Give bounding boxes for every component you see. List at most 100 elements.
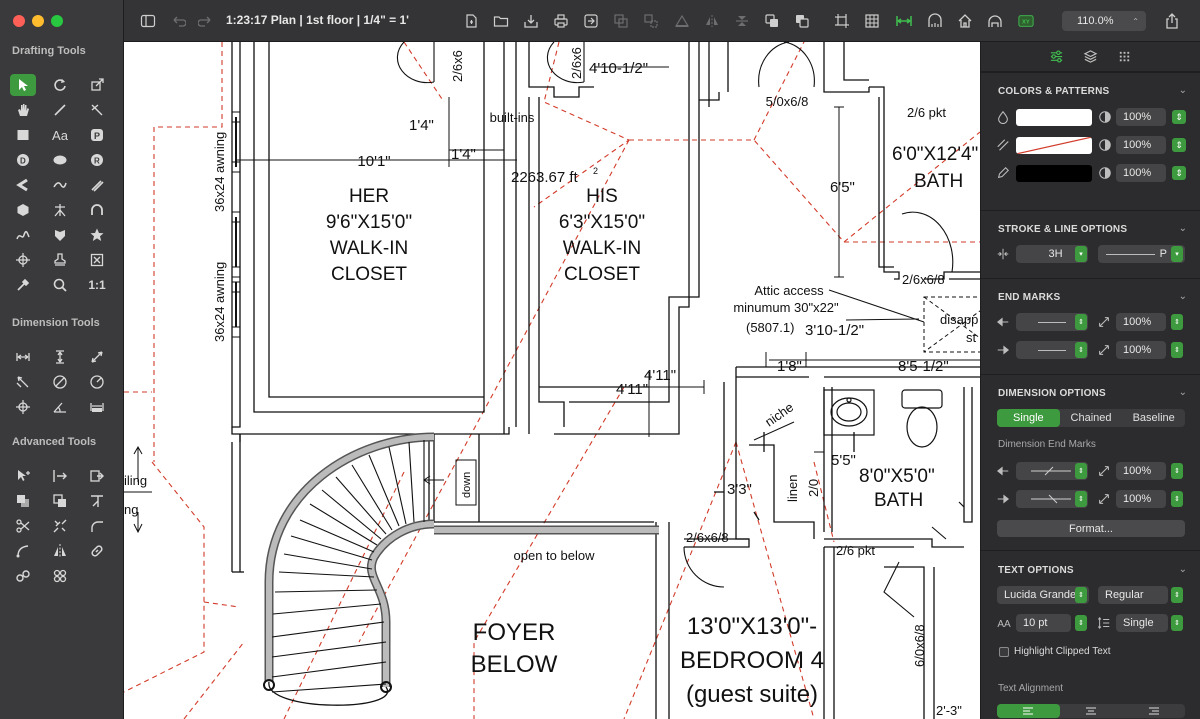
break-icon[interactable]	[47, 515, 73, 537]
align-right-icon[interactable]	[1122, 704, 1185, 718]
eyedropper-icon[interactable]	[10, 274, 36, 296]
stroke-opacity-field[interactable]: 100%	[1116, 136, 1166, 154]
scissors-icon[interactable]	[10, 515, 36, 537]
folder-icon[interactable]	[491, 11, 511, 31]
export-frame-icon[interactable]	[581, 11, 601, 31]
stamp-icon[interactable]	[47, 249, 73, 271]
dimension-mode-chained[interactable]: Chained	[1070, 412, 1112, 424]
font-style-select[interactable]: Regular	[1098, 586, 1168, 604]
pan-hand-icon[interactable]	[10, 99, 36, 121]
stroke-options-button[interactable]: ⇕	[1172, 138, 1186, 152]
arc-icon[interactable]	[84, 199, 110, 221]
dimension-toggle-icon[interactable]	[894, 11, 914, 31]
end-start-mark-select[interactable]	[1016, 313, 1088, 331]
end-finish-stepper[interactable]: ⇕	[1075, 342, 1087, 358]
stroke-pattern-swatch[interactable]	[1016, 137, 1092, 154]
hexagon-icon[interactable]	[10, 199, 36, 221]
angle-line-icon[interactable]	[84, 99, 110, 121]
angle-dimension-icon[interactable]	[47, 396, 73, 418]
line-icon[interactable]	[47, 99, 73, 121]
redo-icon[interactable]	[196, 11, 216, 31]
arrange-back-icon[interactable]	[792, 11, 812, 31]
pen-color-swatch[interactable]	[1016, 165, 1092, 182]
stroke-width-stepper[interactable]: ▾	[1075, 246, 1087, 262]
rotate-icon[interactable]	[47, 74, 73, 96]
stroke-pattern-stepper[interactable]: ▾	[1171, 246, 1183, 262]
pattern-circles-icon[interactable]	[47, 565, 73, 587]
chevron-down-icon[interactable]: ⌄	[1178, 387, 1187, 398]
roof-icon[interactable]	[985, 11, 1005, 31]
radial-dimension-icon[interactable]	[84, 371, 110, 393]
sidebar-toggle-icon[interactable]	[138, 11, 158, 31]
zoom-magnifier-icon[interactable]	[47, 274, 73, 296]
crosshair-dimension-icon[interactable]	[10, 396, 36, 418]
flip-vertical-icon[interactable]	[702, 11, 722, 31]
line-spacing-stepper[interactable]: ⇕	[1171, 615, 1183, 631]
offset-icon[interactable]	[47, 490, 73, 512]
dim-finish-stepper[interactable]: ⇕	[1075, 491, 1087, 507]
line-spacing-select[interactable]: Single	[1116, 614, 1168, 632]
box-cross-icon[interactable]	[84, 249, 110, 271]
dimension-mode-baseline[interactable]: Baseline	[1132, 412, 1175, 424]
chain-link-icon[interactable]	[84, 540, 110, 562]
undo-icon[interactable]	[168, 11, 188, 31]
combine-icon[interactable]	[10, 490, 36, 512]
select-arrow-icon[interactable]	[10, 74, 36, 96]
target-point-icon[interactable]	[10, 249, 36, 271]
sliders-tab-icon[interactable]	[1047, 48, 1067, 66]
close-window-button[interactable]	[13, 15, 25, 27]
import-icon[interactable]	[521, 11, 541, 31]
link-circles-icon[interactable]	[10, 565, 36, 587]
fillet-icon[interactable]	[84, 515, 110, 537]
ruler-icon[interactable]	[925, 11, 945, 31]
dim-start-size-stepper[interactable]: ⇕	[1171, 463, 1183, 479]
wall-icon[interactable]	[84, 174, 110, 196]
format-button[interactable]: Format...	[997, 520, 1185, 537]
aligned-dimension-icon[interactable]	[84, 346, 110, 368]
vertical-dimension-icon[interactable]	[47, 346, 73, 368]
align-center-icon[interactable]	[1060, 704, 1123, 718]
house-plan-icon[interactable]	[955, 11, 975, 31]
highlight-clipped-checkbox[interactable]	[999, 647, 1009, 657]
text-tool-icon[interactable]: Aa	[52, 127, 68, 143]
actual-size-icon[interactable]: 1:1	[88, 278, 106, 292]
shield-shape-icon[interactable]	[47, 224, 73, 246]
share-doc-icon[interactable]	[461, 11, 481, 31]
minimize-window-button[interactable]	[32, 15, 44, 27]
area-dimension-icon[interactable]	[84, 396, 110, 418]
font-style-stepper[interactable]: ⇕	[1171, 587, 1183, 603]
end-finish-size-field[interactable]: 100%	[1116, 341, 1166, 359]
join-icon[interactable]	[47, 465, 73, 487]
chevron-down-icon[interactable]: ⌄	[1178, 85, 1187, 96]
freehand-icon[interactable]	[10, 224, 36, 246]
dim-start-stepper[interactable]: ⇕	[1075, 463, 1087, 479]
fill-options-button[interactable]: ⇕	[1172, 110, 1186, 124]
chevron-down-icon[interactable]: ⌄	[1178, 223, 1187, 234]
star-icon[interactable]	[84, 224, 110, 246]
pointer-plus-icon[interactable]	[10, 465, 36, 487]
align-left-icon[interactable]	[997, 704, 1060, 718]
dim-finish-size-stepper[interactable]: ⇕	[1171, 491, 1183, 507]
arrange-front-icon[interactable]	[762, 11, 782, 31]
fill-color-swatch[interactable]	[1016, 109, 1092, 126]
radius-marker-icon[interactable]: R	[84, 149, 110, 171]
crop-icon[interactable]	[832, 11, 852, 31]
fullscreen-window-button[interactable]	[51, 15, 63, 27]
curve-icon[interactable]	[47, 174, 73, 196]
dimension-mode-single[interactable]: Single	[997, 409, 1060, 427]
ungroup-icon[interactable]	[641, 11, 661, 31]
end-finish-mark-select[interactable]	[1016, 341, 1088, 359]
flip-horizontal-icon[interactable]	[672, 11, 692, 31]
font-family-stepper[interactable]: ⇕	[1075, 587, 1087, 603]
dim-finish-size-field[interactable]: 100%	[1116, 490, 1166, 508]
xy-coordinates-icon[interactable]: XY	[1016, 11, 1036, 31]
pen-options-button[interactable]: ⇕	[1172, 166, 1186, 180]
font-size-field[interactable]: 10 pt	[1016, 614, 1071, 632]
print-icon[interactable]	[551, 11, 571, 31]
angled-dimension-icon[interactable]	[10, 371, 36, 393]
ellipse-icon[interactable]	[47, 149, 73, 171]
mirror-icon[interactable]	[47, 540, 73, 562]
drawing-canvas[interactable]: HER 9'6"X15'0" WALK-IN CLOSET HIS 6'3"X1…	[124, 42, 980, 719]
zoom-select[interactable]: 110.0%⌃	[1062, 11, 1146, 31]
group-icon[interactable]	[611, 11, 631, 31]
